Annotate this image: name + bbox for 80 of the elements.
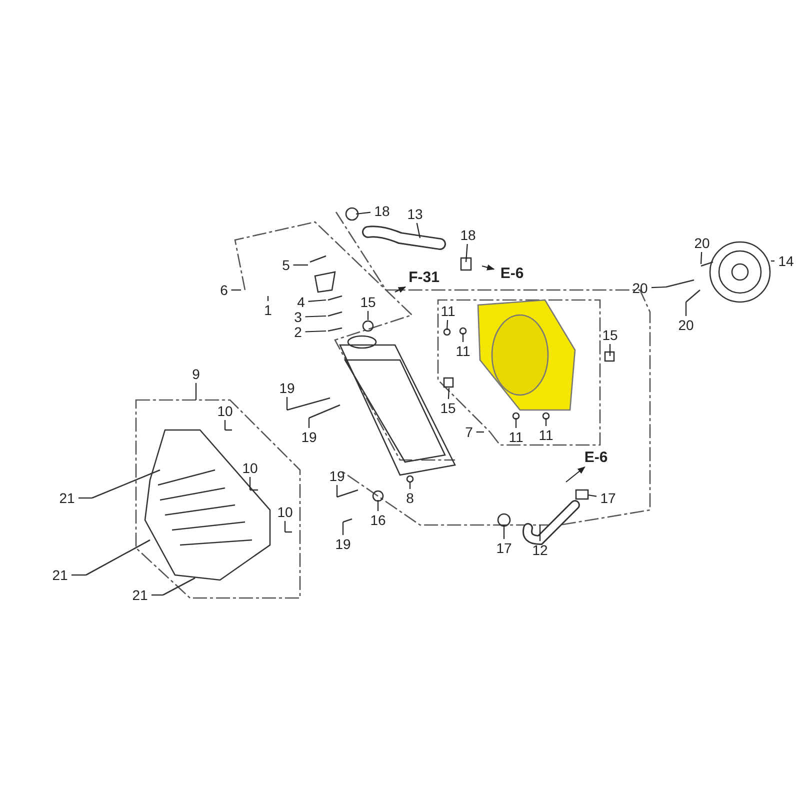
leader-line <box>503 525 505 539</box>
callout-number: 19 <box>326 468 348 484</box>
callout-number: 18 <box>372 203 392 219</box>
callout-number: 15 <box>438 400 458 416</box>
leader-line <box>465 244 468 262</box>
callout-number: 2 <box>292 324 304 340</box>
callout-number: 19 <box>298 429 320 445</box>
leader-line <box>231 289 241 291</box>
leader-line <box>78 497 92 499</box>
leader-line <box>700 252 702 264</box>
callout-number: 15 <box>600 327 620 343</box>
callout-number: 4 <box>294 294 308 310</box>
leader-line <box>305 330 326 332</box>
leader-line <box>267 296 269 301</box>
leader-line <box>224 420 226 430</box>
leader-line <box>305 315 326 318</box>
leader-line <box>293 264 308 266</box>
callout-number: 10 <box>214 403 236 419</box>
callout-number: 18 <box>458 227 478 243</box>
leader-line <box>545 418 547 426</box>
leader-line <box>286 397 288 410</box>
leader-line <box>685 302 687 316</box>
callout-number: 17 <box>494 540 514 556</box>
leader-line <box>771 260 774 262</box>
leader-line <box>356 212 371 215</box>
callout-number: 16 <box>368 512 388 528</box>
arrow <box>482 264 495 270</box>
leader-line <box>416 222 421 238</box>
callout-number: 11 <box>536 427 556 443</box>
leader-line <box>367 311 369 320</box>
callout-number: 6 <box>218 282 230 298</box>
callout-number: 11 <box>438 303 458 319</box>
callout-number: 12 <box>530 542 550 558</box>
callout-number: 21 <box>130 587 150 603</box>
callout-number: 20 <box>692 235 712 251</box>
leader-line <box>195 383 197 400</box>
leader-line <box>308 299 326 302</box>
reference-label: F-31 <box>402 270 446 286</box>
callout-number: 19 <box>276 380 298 396</box>
leader-line <box>476 431 484 433</box>
leader-line <box>284 521 286 532</box>
callout-number: 7 <box>462 424 476 440</box>
leader-line <box>152 594 163 596</box>
callout-number: 20 <box>630 280 650 296</box>
leader-line <box>462 333 464 342</box>
leader-line <box>588 494 597 497</box>
leader-line <box>609 344 611 356</box>
leader-line <box>539 525 541 541</box>
callout-number: 8 <box>404 490 416 506</box>
callout-number: 14 <box>776 253 796 269</box>
callout-number: 1 <box>262 302 274 318</box>
reference-label: E-6 <box>579 450 613 466</box>
callout-number: 19 <box>332 536 354 552</box>
callout-number: 9 <box>190 366 202 382</box>
leader-line <box>72 574 86 576</box>
callout-number: 20 <box>676 317 696 333</box>
leader-line <box>515 418 517 428</box>
callout-number: 21 <box>50 567 70 583</box>
reference-label: E-6 <box>495 266 529 282</box>
leader-line <box>336 485 338 497</box>
callout-number: 15 <box>358 294 378 310</box>
leader-line <box>448 388 450 400</box>
callout-number: 10 <box>274 504 296 520</box>
callout-number: 11 <box>506 429 526 445</box>
leader-line <box>409 482 411 489</box>
callout-number: 17 <box>598 490 618 506</box>
arrow <box>566 466 586 482</box>
leader-line <box>651 286 666 288</box>
callout-number: 5 <box>280 257 292 273</box>
callout-number: 10 <box>240 460 260 476</box>
leader-line <box>377 500 379 511</box>
arrow <box>394 286 406 293</box>
leader-line <box>342 522 344 535</box>
leader-line <box>446 320 448 330</box>
leader-line <box>249 477 251 490</box>
callout-number: 3 <box>292 309 304 325</box>
leader-line <box>308 418 310 428</box>
callout-number: 13 <box>404 206 426 222</box>
callout-number: 21 <box>56 490 78 506</box>
callout-number: 11 <box>452 343 474 359</box>
